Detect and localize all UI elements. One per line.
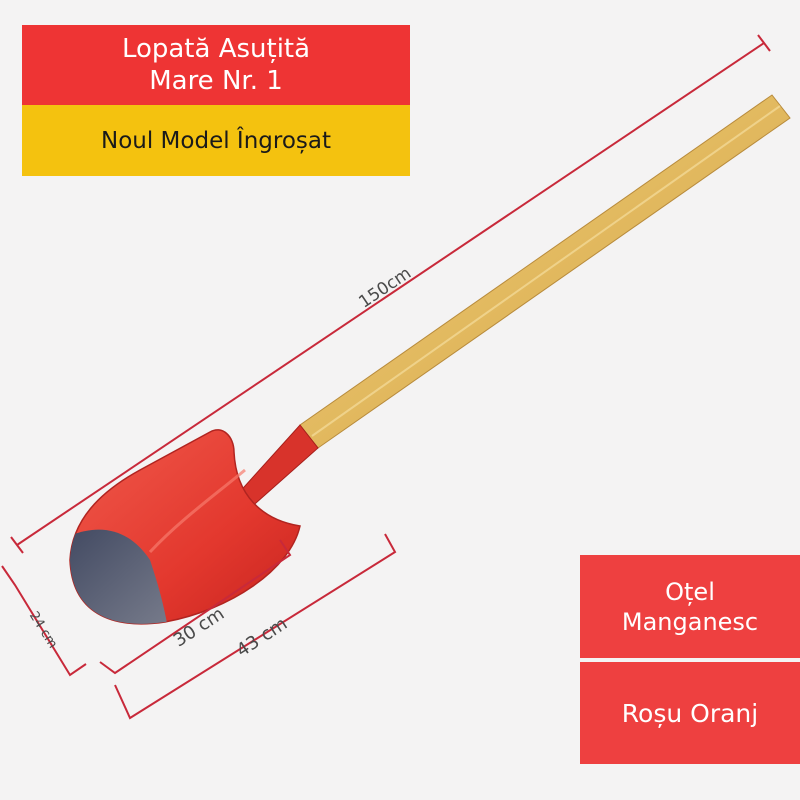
product-subtitle: Noul Model Îngroșat: [101, 127, 331, 154]
dimension-bracket-large: [114, 533, 397, 720]
product-subtitle-banner: Noul Model Îngroșat: [22, 105, 410, 176]
dimension-label-large: 43 cm: [233, 613, 291, 661]
product-title-banner: Lopată Asuțită Mare Nr. 1: [22, 25, 410, 105]
product-title-line1: Lopată Asuțită: [121, 34, 311, 64]
dimension-label-length: 150cm: [355, 263, 415, 312]
color-label: Roșu Oranj: [621, 698, 759, 728]
material-line2: Manganesc: [621, 607, 759, 636]
shovel-blade: [69, 429, 301, 625]
product-title-line2: Mare Nr. 1: [149, 66, 283, 96]
dimension-line-length: [10, 34, 771, 554]
dimension-bracket-medium: [99, 539, 292, 675]
color-badge: Roșu Oranj: [580, 662, 800, 764]
dimension-bracket-small: [1, 565, 87, 677]
material-line1: Oțel: [665, 577, 715, 606]
dimension-label-small: 24 cm: [26, 609, 60, 651]
material-badge: Oțel Manganesc: [580, 555, 800, 658]
